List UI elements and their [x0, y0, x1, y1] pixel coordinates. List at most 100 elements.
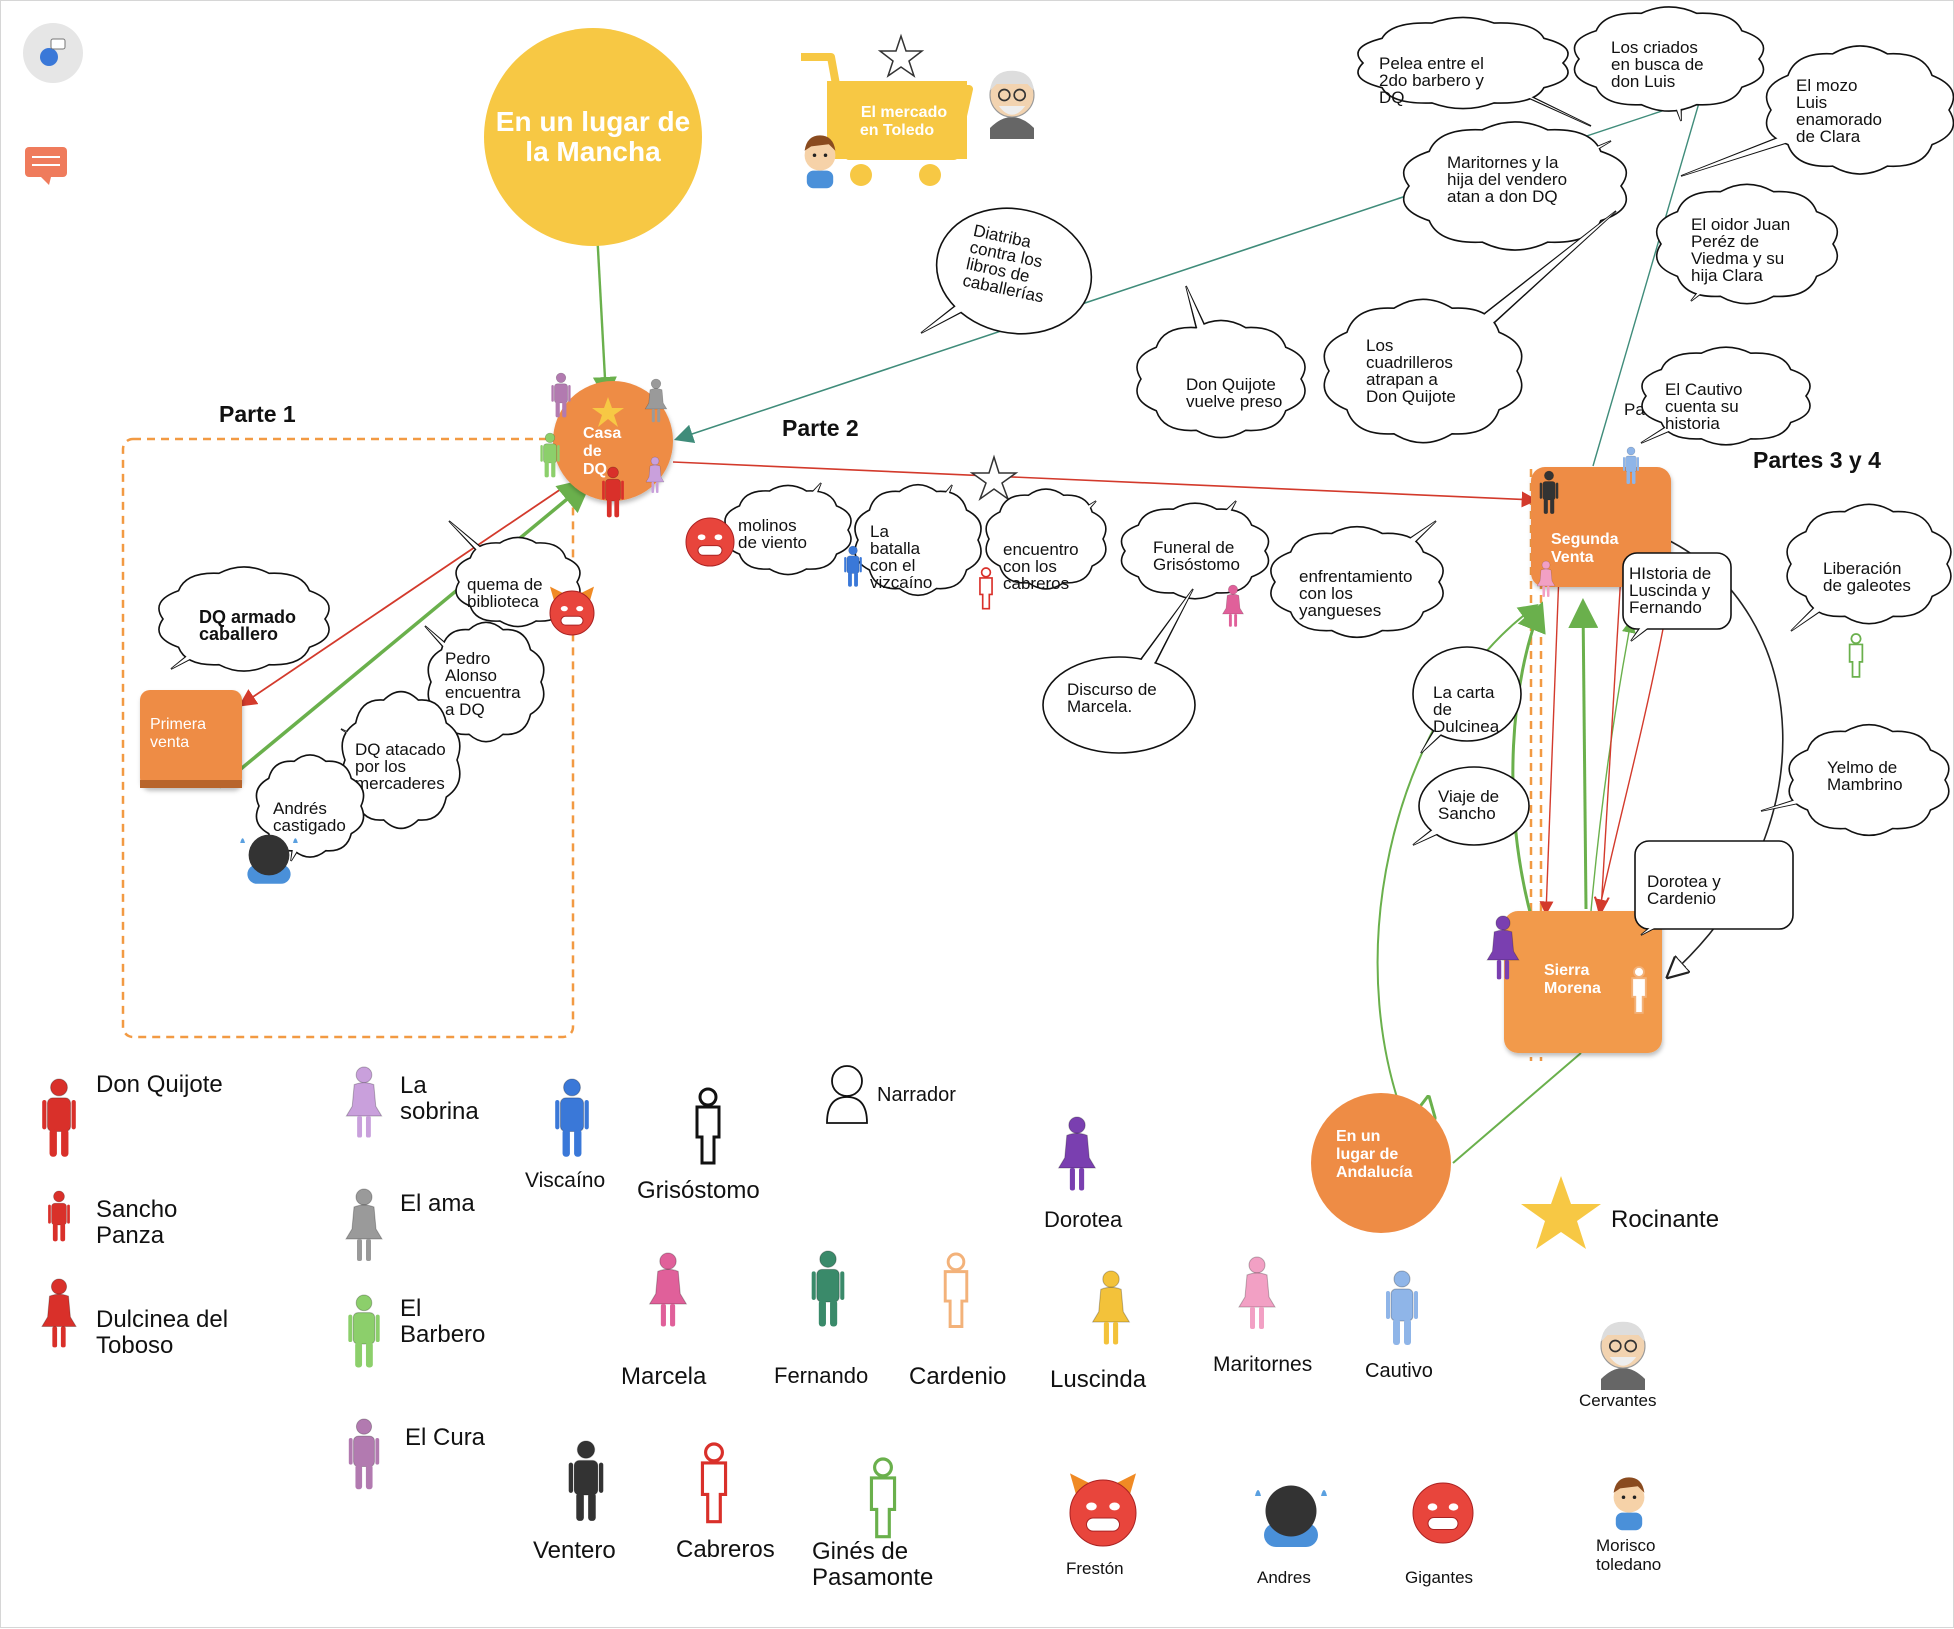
svg-text:Sierra: Sierra — [1544, 962, 1589, 979]
legend-label-dorotea: Dorotea — [1044, 1207, 1123, 1232]
legend-label-gigantes: Gigantes — [1405, 1568, 1473, 1587]
legend-label-gines: Pasamonte — [812, 1564, 933, 1591]
legend-label-rocinante: Rocinante — [1611, 1206, 1719, 1233]
legend-sancho-icon — [48, 1190, 70, 1242]
svg-text:DQ: DQ — [583, 461, 607, 478]
cura-icon — [551, 372, 571, 418]
header-partes34: Partes 3 y 4 — [1753, 447, 1881, 473]
bubble-text: Maritornes y la — [1447, 153, 1559, 172]
svg-text:En un lugar de: En un lugar de — [496, 106, 690, 137]
legend-dorotea-icon — [1057, 1116, 1097, 1191]
bubble-text: atrapan a — [1366, 370, 1438, 389]
bubble-text: por los — [355, 757, 406, 776]
legend-sobrina-icon — [345, 1066, 383, 1138]
arrow-segunda-sierra-b — [1594, 628, 1664, 914]
node-sierra-morena[interactable]: Sierra Morena — [1504, 911, 1662, 1053]
arrow-primera-casa — [217, 477, 594, 789]
arrow-segunda-sierra-a — [1539, 572, 1560, 916]
legend-label-barbero: El — [400, 1295, 421, 1322]
crying-boy-icon — [240, 834, 298, 884]
bubble-text: atan a don DQ — [1447, 187, 1558, 206]
node-mercado[interactable]: El mercado en Toledo — [801, 53, 973, 186]
bubble-text: vizcaíno — [870, 573, 932, 592]
chat-icon[interactable] — [25, 147, 67, 185]
bubble-text: Funeral de — [1153, 538, 1234, 557]
bubble-text: en busca de — [1611, 55, 1704, 74]
node-andalucia[interactable]: En un lugar de Andalucía — [1311, 1093, 1451, 1233]
svg-text:venta: venta — [150, 734, 189, 751]
arrow-andalucia-sierra — [1452, 1052, 1582, 1164]
legend-label-freston: Frestón — [1066, 1559, 1124, 1578]
bubble-text: Luscinda y — [1629, 581, 1711, 600]
bubble-text: Cardenio — [1647, 889, 1716, 908]
legend-label-ventero: Ventero — [533, 1537, 616, 1564]
bubble-text: mercaderes — [355, 774, 445, 793]
bubble-text: HIstoria de — [1629, 564, 1711, 583]
bubble-text: batalla — [870, 539, 921, 558]
bubble-text: Alonso — [445, 666, 497, 685]
legend-marcela-icon — [648, 1252, 688, 1327]
bubble-text: 2do barbero y — [1379, 71, 1484, 90]
bubble-text: Don Quijote — [1186, 375, 1276, 394]
node-mancha[interactable]: En un lugar de la Mancha — [484, 28, 702, 246]
bubble-text: Yelmo de — [1827, 758, 1897, 777]
bubble-text: Grisóstomo — [1153, 555, 1240, 574]
arrow-sierra-segunda-b — [1568, 598, 1599, 910]
legend-label-quijote: Don Quijote — [96, 1071, 223, 1098]
node-primera-venta[interactable]: Primera venta — [140, 690, 242, 788]
legend-ama-icon — [345, 1188, 383, 1261]
legend-label-sobrina: La — [400, 1072, 427, 1099]
legend-luscinda-icon — [1091, 1270, 1131, 1345]
cardenio-icon — [1631, 966, 1647, 1014]
svg-text:Casa: Casa — [583, 425, 621, 442]
legend-label-gines: Ginés de — [812, 1538, 908, 1565]
vizcaino-icon — [844, 545, 862, 587]
legend-label-vizcaino: Viscaíno — [525, 1169, 605, 1192]
legend-morisco-icon — [1613, 1477, 1645, 1531]
legend-label-morisco: toledano — [1596, 1555, 1661, 1574]
arrow-sierra-segunda-c — [1590, 618, 1636, 912]
app-icon[interactable] — [23, 23, 83, 83]
bubble-text: Los criados — [1611, 38, 1698, 57]
bubble-text: a DQ — [445, 700, 485, 719]
bubble-text: DQ atacado — [355, 740, 446, 759]
legend-vizcaino-icon — [555, 1078, 589, 1157]
ventero-icon — [1539, 470, 1559, 514]
header-parte1: Parte 1 — [219, 401, 296, 427]
bubble-text: hija del vendero — [1447, 170, 1567, 189]
legend-label-morisco: Morisco — [1596, 1536, 1656, 1555]
legend-label-marcela: Marcela — [621, 1363, 707, 1390]
star-icon — [877, 33, 925, 78]
svg-text:en Toledo: en Toledo — [860, 122, 935, 139]
node-casa[interactable]: Casa de DQ — [553, 381, 673, 501]
svg-text:lugar de: lugar de — [1336, 1146, 1398, 1163]
